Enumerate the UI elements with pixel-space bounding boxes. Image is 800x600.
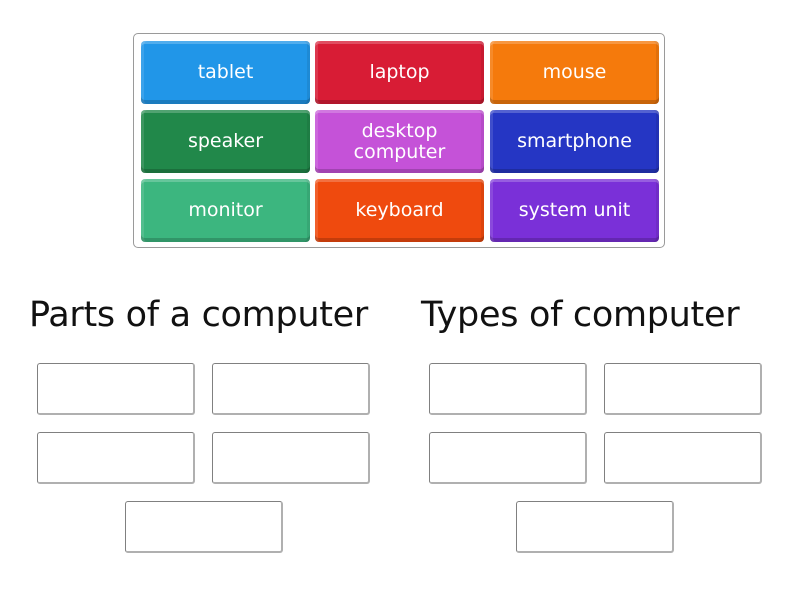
drop-slot-types-2[interactable]	[604, 363, 762, 415]
drop-slot-types-5[interactable]	[516, 501, 674, 553]
tile-bank: tablet laptop mouse speaker desktop comp…	[133, 33, 665, 248]
tile-label: keyboard	[355, 199, 444, 221]
drop-slot-types-4[interactable]	[604, 432, 762, 484]
tile-tablet[interactable]: tablet	[141, 41, 310, 104]
tile-label: tablet	[197, 61, 254, 83]
tile-label: desktop computer	[353, 119, 446, 163]
group-title-parts: Parts of a computer	[29, 295, 368, 335]
tile-keyboard[interactable]: keyboard	[315, 179, 484, 242]
tile-label: laptop	[369, 61, 430, 83]
drop-slot-parts-4[interactable]	[212, 432, 370, 484]
tile-smartphone[interactable]: smartphone	[490, 110, 659, 173]
tile-laptop[interactable]: laptop	[315, 41, 484, 104]
tile-label: smartphone	[517, 130, 632, 152]
drop-slot-parts-5[interactable]	[125, 501, 283, 553]
group-title-types: Types of computer	[421, 295, 740, 335]
tile-label: mouse	[542, 61, 607, 83]
drop-slot-types-1[interactable]	[429, 363, 587, 415]
tile-label: speaker	[187, 130, 264, 152]
drop-slot-types-3[interactable]	[429, 432, 587, 484]
tile-label: monitor	[188, 199, 263, 221]
tile-monitor[interactable]: monitor	[141, 179, 310, 242]
tile-mouse[interactable]: mouse	[490, 41, 659, 104]
drop-slot-parts-3[interactable]	[37, 432, 195, 484]
drop-slot-parts-2[interactable]	[212, 363, 370, 415]
tile-speaker[interactable]: speaker	[141, 110, 310, 173]
tile-system-unit[interactable]: system unit	[490, 179, 659, 242]
tile-desktop-computer[interactable]: desktop computer	[315, 110, 484, 173]
drop-slot-parts-1[interactable]	[37, 363, 195, 415]
tile-label: system unit	[518, 199, 631, 221]
